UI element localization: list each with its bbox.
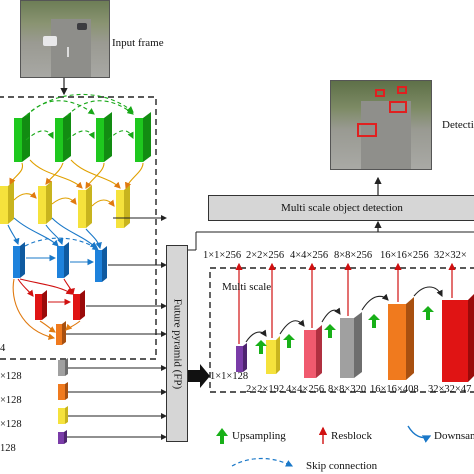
legend-upsampling-icon <box>216 428 228 444</box>
left-dim-3: ×128 <box>0 395 22 406</box>
resblock-arrows <box>235 262 456 344</box>
left-dim-4: ×128 <box>0 419 22 430</box>
legend-skip-icon <box>231 457 294 467</box>
fp-box: Future pyramid (FP) <box>166 245 188 442</box>
fp-label: Future pyramid (FP) <box>171 298 184 389</box>
input-frame-image <box>20 0 110 78</box>
multi-scale-detection-label: Multi scale object detection <box>281 202 403 214</box>
multiscale-dashed-box <box>209 267 474 393</box>
downsample-arcs <box>245 286 443 343</box>
legend-downsampling-label: Downsam <box>434 430 474 442</box>
bottom-dim-4: 8×8×320 <box>328 384 367 395</box>
legend-skip-label: Skip connection <box>306 460 378 472</box>
red-links <box>17 278 75 306</box>
input-frame-label: Input frame <box>112 37 164 49</box>
green-blocks <box>14 112 151 162</box>
yellow-blocks <box>0 181 130 228</box>
fp-output-arrow <box>188 364 210 388</box>
upsampling-arrows <box>255 306 434 354</box>
orange-block <box>56 321 66 345</box>
red-blocks <box>35 290 85 320</box>
orange-links <box>12 278 81 340</box>
multiscale-blocks <box>236 294 474 382</box>
top-dim-4: 8×8×256 <box>334 250 373 261</box>
left-dim-1: 4 <box>0 343 6 354</box>
legend-resblock-label: Resblock <box>331 430 372 442</box>
green-skip-arcs <box>25 93 134 141</box>
top-dim-6: 32×32× <box>434 250 467 261</box>
blue-blocks <box>13 242 107 282</box>
bottom-dim-5: 16×16×408 <box>370 384 419 395</box>
legend-downsampling-icon <box>407 425 432 443</box>
top-dim-5: 16×16×256 <box>380 250 429 261</box>
multi-scale-label: Multi scale <box>222 281 272 293</box>
left-dim-2: ×128 <box>0 371 22 382</box>
multi-scale-detection-box: Multi scale object detection <box>208 195 474 221</box>
top-dim-1: 1×1×256 <box>203 250 242 261</box>
left-dim-5: 128 <box>0 443 16 454</box>
top-dim-3: 4×4×256 <box>290 250 329 261</box>
blue-links <box>7 217 102 266</box>
bottom-dim-3: 4×4×256 <box>286 384 325 395</box>
legend-upsampling-label: Upsampling <box>232 430 286 442</box>
detection-image <box>330 80 432 170</box>
bottom-dim-6: 32×32×47 <box>428 384 472 395</box>
bottom-left-blocks <box>58 358 68 444</box>
green-yellow-links <box>9 159 144 207</box>
detection-label: Detecti <box>442 119 474 131</box>
fp-input-lines <box>66 215 167 440</box>
bottom-dim-1: 1×1×128 <box>210 371 249 382</box>
bottom-dim-2: 2×2×192 <box>246 384 285 395</box>
top-dim-2: 2×2×256 <box>246 250 285 261</box>
